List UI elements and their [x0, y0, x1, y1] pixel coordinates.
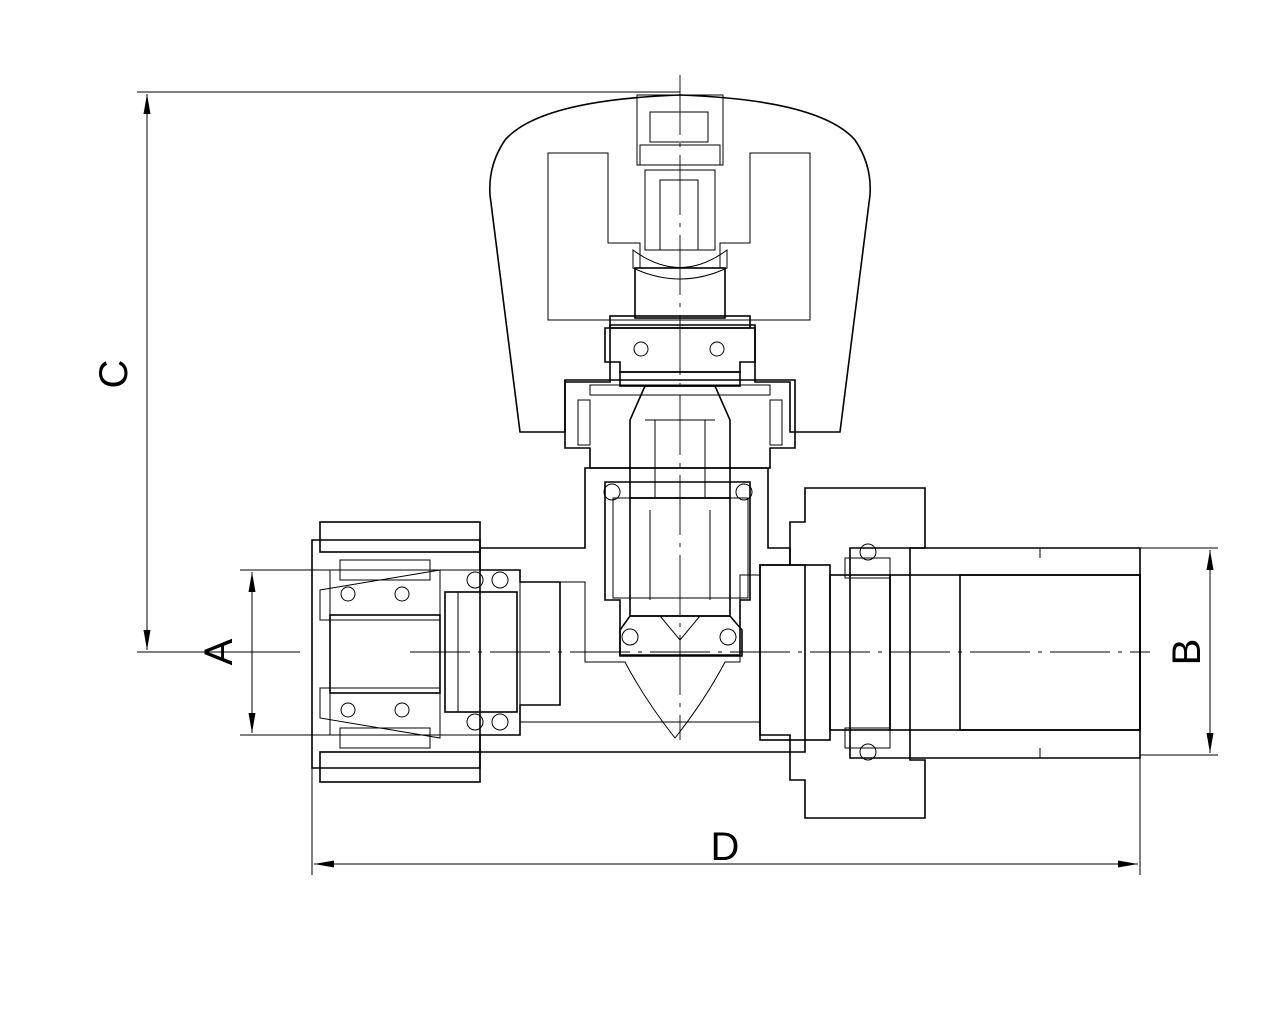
left-compression-fitting [311, 521, 521, 783]
dimension-c-label: C [92, 360, 136, 389]
valve-body [479, 467, 791, 753]
dimension-d-label: D [711, 825, 740, 869]
dimension-a-label: A [197, 638, 241, 665]
dimension-c: C [92, 91, 680, 653]
dimension-b-label: B [1165, 639, 1209, 666]
dimension-d: D [311, 758, 1141, 875]
dimension-b: B [1140, 547, 1218, 756]
right-union-tailpiece [759, 487, 1141, 819]
center-lines [410, 75, 1150, 740]
dimension-a: A [197, 569, 330, 736]
